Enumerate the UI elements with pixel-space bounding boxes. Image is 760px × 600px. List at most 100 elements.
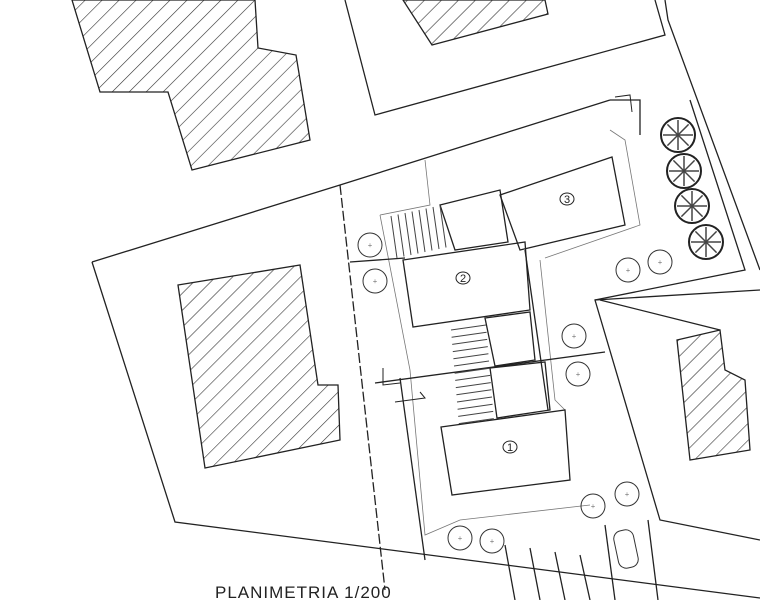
- hedge-tree-icon: [688, 224, 724, 260]
- drawing-title: PLANIMETRIA 1/200: [215, 583, 392, 600]
- site-line: [399, 377, 426, 561]
- tree-center-mark: +: [576, 370, 581, 379]
- label-building-3: 3: [559, 192, 575, 206]
- stair-tread: [458, 410, 494, 417]
- stairs-top: [390, 205, 447, 259]
- tree-icon: [479, 528, 505, 554]
- garden-path: [544, 129, 641, 259]
- garden-path: [539, 259, 566, 411]
- lot-boundary: [664, 0, 760, 271]
- hedge-tree-icon: [660, 117, 696, 153]
- building-annex: [439, 189, 509, 251]
- stair-tread: [390, 215, 398, 259]
- stair-tread: [418, 209, 426, 253]
- stair-tread: [454, 367, 490, 374]
- tree-branch: [705, 241, 718, 254]
- stair-tread: [456, 396, 493, 403]
- stair-tread: [458, 418, 494, 425]
- lot-boundary: [91, 99, 611, 263]
- neighbor-building: [71, 0, 311, 171]
- tree-icon: [362, 268, 388, 294]
- building-link: [484, 311, 536, 367]
- stair-tread: [455, 382, 491, 389]
- stair-tread: [452, 346, 488, 353]
- tree-branch: [680, 194, 693, 207]
- building-1: [440, 409, 571, 496]
- label-building-1: 1: [502, 440, 518, 454]
- lot-line: [604, 524, 616, 600]
- hedge-tree-icon: [674, 188, 710, 224]
- site-boundary: [594, 289, 760, 301]
- tree-icon: [614, 481, 640, 507]
- tree-branch: [672, 159, 685, 172]
- stair-tread: [451, 331, 487, 338]
- section-marker: [394, 391, 426, 403]
- stair-tread: [456, 389, 492, 396]
- tree-branch: [683, 159, 696, 172]
- lot-line: [554, 551, 566, 600]
- car-icon: [613, 529, 639, 569]
- tree-center-mark: +: [490, 537, 495, 546]
- tree-center-mark: +: [373, 277, 378, 286]
- tree-branch: [683, 170, 696, 183]
- lot-line: [504, 544, 516, 600]
- building-3: [499, 156, 626, 251]
- lot-line: [647, 519, 659, 600]
- svg-text:3: 3: [564, 194, 570, 206]
- tree-center-mark: +: [591, 502, 596, 511]
- stair-tread: [455, 374, 491, 381]
- tree-branch: [694, 230, 707, 243]
- site-boundary: [339, 184, 386, 591]
- stair-tread: [432, 206, 440, 250]
- neighbor-building: [402, 0, 549, 46]
- building-2: [402, 241, 531, 328]
- svg-text:1: 1: [507, 442, 513, 454]
- tree-center-mark: +: [572, 332, 577, 341]
- tree-branch: [691, 194, 704, 207]
- stair-tread: [457, 403, 493, 410]
- tree-center-mark: +: [458, 534, 463, 543]
- site-line: [349, 257, 406, 263]
- stair-tread: [452, 338, 488, 345]
- site-line: [524, 249, 549, 411]
- lot-line: [579, 554, 591, 600]
- tree-branch: [691, 205, 704, 218]
- section-marker: [382, 368, 401, 386]
- stairs-middle: [450, 324, 494, 425]
- stair-tread: [411, 211, 419, 254]
- stair-tread: [404, 212, 412, 256]
- tree-icon: [357, 232, 383, 258]
- tree-icon: [565, 361, 591, 387]
- site-line: [610, 99, 641, 135]
- tree-branch: [677, 134, 690, 147]
- garden-path: [379, 159, 431, 216]
- trees: + + + + + + + + + +: [357, 117, 724, 554]
- tree-center-mark: +: [625, 490, 630, 499]
- tree-icon: [647, 249, 673, 275]
- tree-branch: [666, 123, 679, 136]
- lot-line: [529, 547, 541, 600]
- tree-branch: [666, 134, 679, 147]
- tree-branch: [677, 123, 690, 136]
- stair-tread: [425, 208, 433, 251]
- tree-center-mark: +: [658, 258, 663, 267]
- building-link: [489, 361, 551, 419]
- svg-text:2: 2: [460, 273, 466, 285]
- section-marker: [614, 94, 633, 113]
- neighbor-building: [177, 264, 341, 469]
- garden-path: [379, 214, 591, 536]
- stair-tread: [439, 205, 447, 248]
- stair-tread: [450, 324, 487, 331]
- tree-icon: [580, 493, 606, 519]
- neighbor-building: [676, 329, 751, 461]
- tree-center-mark: +: [368, 241, 373, 250]
- tree-icon: [561, 323, 587, 349]
- tree-icon: [447, 525, 473, 551]
- tree-branch: [694, 241, 707, 254]
- tree-center-mark: +: [626, 266, 631, 275]
- stair-tread: [453, 360, 490, 367]
- tree-branch: [705, 230, 718, 243]
- tree-icon: [615, 257, 641, 283]
